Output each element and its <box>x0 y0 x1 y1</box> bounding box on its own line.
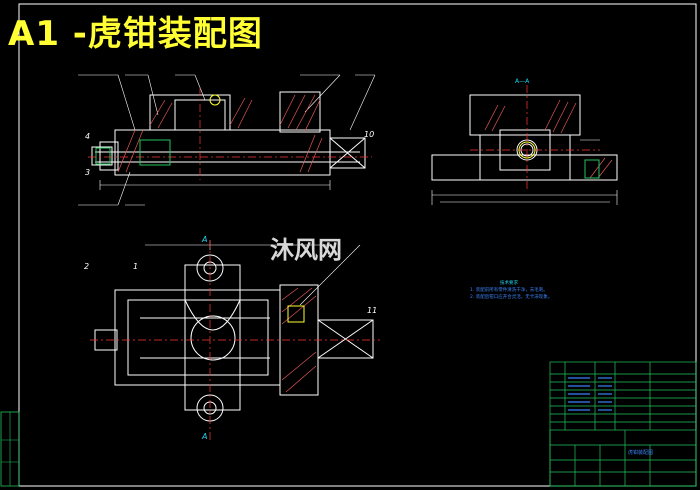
callout-2: 2 <box>84 262 90 271</box>
tech-item-1: 1. 装配前所有零件清洗干净，去毛刺。 <box>470 288 548 293</box>
callout-11: 11 <box>367 306 378 315</box>
title-block-text-marks <box>568 377 612 411</box>
section-marker-bottom: A <box>202 432 208 441</box>
title-block-drawing-name: 虎钳装配图 <box>628 450 654 456</box>
side-view-yellow <box>518 141 600 179</box>
side-section-view <box>431 94 618 205</box>
callout-3: 3 <box>85 168 91 177</box>
tech-item-2: 2. 装配后钳口应开合灵活，无卡滞现象。 <box>470 295 553 300</box>
sheet-border <box>18 3 697 487</box>
callout-1: 1 <box>133 262 139 271</box>
callout-10: 10 <box>364 130 375 139</box>
top-view-centerline <box>90 240 380 440</box>
front-view-centerline <box>88 88 372 180</box>
front-section-view <box>78 74 376 206</box>
tech-heading: 技术要求 <box>500 281 518 286</box>
drawing-title: A1 -虎钳装配图 <box>8 14 263 54</box>
watermark-logo: 沐风网 <box>270 236 342 264</box>
callout-4: 4 <box>85 132 91 141</box>
section-marker-top: A <box>202 235 208 244</box>
front-view-green-parts <box>95 94 221 166</box>
section-view-label: A—A <box>515 78 530 85</box>
technical-requirements: 技术要求 1. 装配前所有零件清洗干净，去毛刺。 2. 装配后钳口应开合灵活，无… <box>470 280 552 301</box>
title-block <box>549 361 697 487</box>
front-view-hatching <box>117 94 323 173</box>
top-view-yellow <box>287 305 305 323</box>
left-strip-cells <box>1 412 19 486</box>
side-view-hatching <box>484 99 613 179</box>
